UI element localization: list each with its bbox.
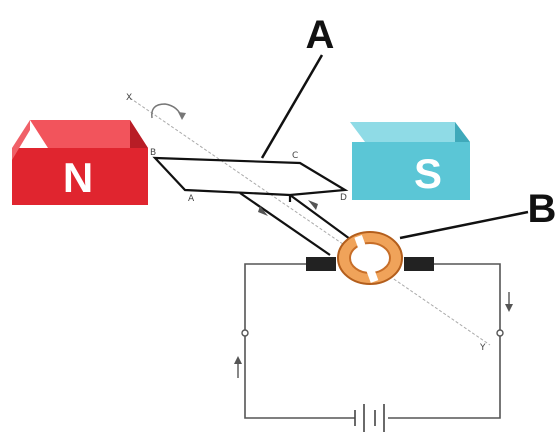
split-ring-commutator [337, 231, 403, 285]
south-pole-label: S [414, 150, 442, 197]
axis-label-y: Y [479, 343, 486, 353]
coil-corner-c: C [292, 151, 298, 161]
south-magnet: S [350, 122, 470, 200]
right-current-arrow-icon [505, 292, 513, 312]
external-circuit [244, 263, 501, 419]
callout-b-label: B [528, 187, 557, 231]
left-current-arrow-icon [234, 356, 242, 378]
coil-corner-b: B [150, 148, 156, 158]
rotation-axis [129, 97, 491, 346]
north-pole-label: N [63, 154, 93, 201]
callout-b-leader [399, 210, 529, 240]
left-brush [306, 257, 336, 271]
coil-corner-d: D [340, 193, 347, 203]
rotation-arrowhead-icon [178, 112, 186, 120]
left-terminal [241, 329, 249, 337]
coil-corner-a: A [188, 194, 195, 204]
right-brush [404, 257, 434, 271]
north-magnet: N [12, 120, 148, 205]
battery-icon [354, 404, 385, 432]
callout-a-leader [260, 54, 324, 159]
axis-label-x: X [126, 93, 132, 103]
right-terminal [496, 329, 504, 337]
callout-a-label: A [306, 13, 335, 57]
rotation-arrow-icon [151, 103, 183, 119]
coil-current-arrow-icon-2 [308, 200, 318, 210]
coil-current-arrow-icon [258, 206, 268, 216]
